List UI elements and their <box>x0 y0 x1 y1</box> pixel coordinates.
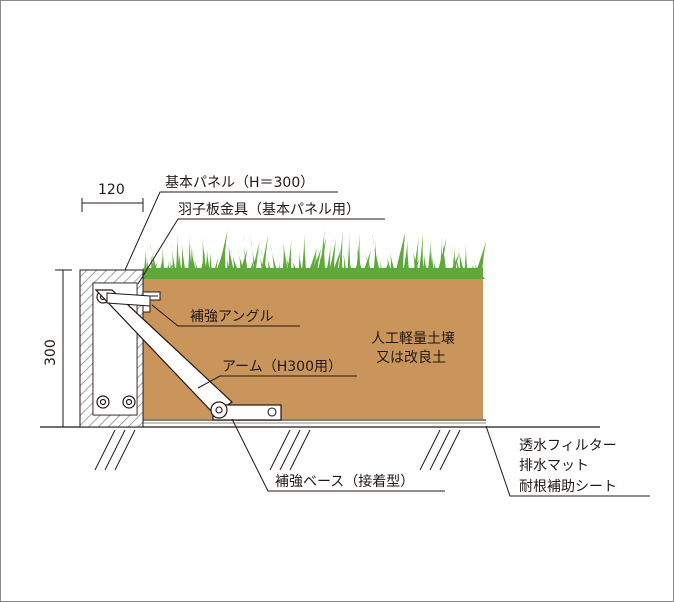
grass-base <box>143 268 483 279</box>
label-filter-line3: 耐根補助シート <box>519 479 617 495</box>
label-arm: アーム（H300用） <box>222 359 342 375</box>
ground-hatch <box>94 429 461 471</box>
soil-layer <box>143 278 483 419</box>
grass-blade <box>300 232 308 279</box>
dimension-width <box>81 198 144 212</box>
grass-blade <box>201 230 209 279</box>
label-soil-line1: 人工軽量土壌 <box>371 331 455 347</box>
label-base-panel: 基本パネル（H＝300） <box>165 174 314 191</box>
label-filter-line2: 排水マット <box>519 458 589 474</box>
grass-blade <box>439 233 445 279</box>
dimension-height-label: 300 <box>43 339 59 366</box>
grass-blade <box>175 229 181 279</box>
dimension-height <box>55 269 72 428</box>
reinforcement-base <box>210 401 282 421</box>
grass-blade <box>442 233 448 279</box>
label-reinforcement-base: 補強ベース（接着型） <box>275 473 414 490</box>
grass-blade <box>364 253 376 279</box>
grass-blade <box>317 229 327 279</box>
label-bracket: 羽子板金具（基本パネル用） <box>178 201 360 218</box>
grass-blade <box>418 230 424 279</box>
grass-layer <box>142 229 487 279</box>
label-reinforcement-angle: 補強アングル <box>190 309 273 325</box>
leader-lines <box>124 191 650 497</box>
label-filter-line1: 透水フィルター <box>519 438 617 454</box>
dimension-width-label: 120 <box>98 182 125 198</box>
arm <box>94 289 233 415</box>
grass-blade <box>191 248 202 279</box>
grass-blade <box>394 233 406 279</box>
label-soil-line2: 又は改良土 <box>376 350 446 366</box>
